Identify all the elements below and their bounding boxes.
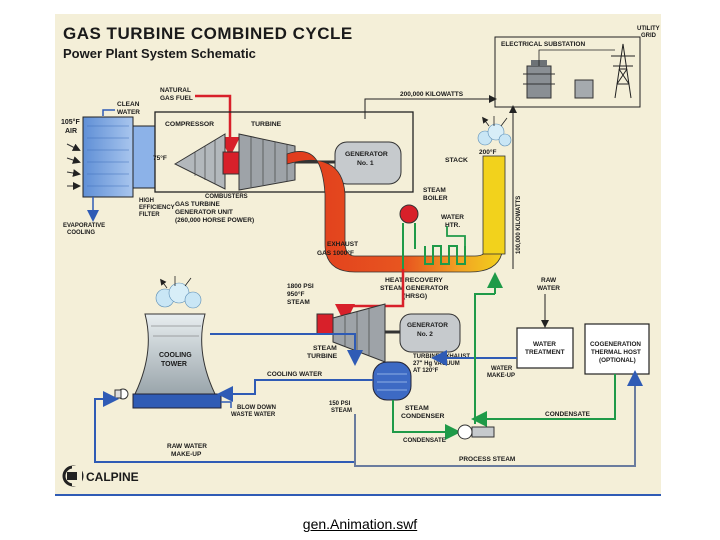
high-efficiency-label-1: HIGH [139, 198, 154, 204]
gt-unit-label-3: (260,000 HORSE POWER) [175, 217, 254, 224]
transmission-tower-icon [611, 43, 635, 99]
steam-boiler [399, 204, 419, 224]
blow-down-label-2: WASTE WATER [231, 412, 276, 418]
water-makeup-label-1: WATER [491, 366, 513, 372]
calpine-logo-text: CALPINE [86, 470, 139, 484]
cogen-label-1: COGENERATION [590, 341, 641, 348]
evaporative-label-1: EVAPORATIVE [63, 223, 105, 229]
transformer-small-icon [574, 79, 594, 99]
stack [482, 155, 506, 255]
steam-turbine-label-2: TURBINE [307, 353, 338, 360]
clean-water-label-1: CLEAN [117, 101, 140, 108]
generator-2-label-2: No. 2 [417, 331, 433, 338]
natural-gas-label-2: GAS FUEL [160, 95, 193, 102]
raw-water-makeup-label-1: RAW WATER [167, 443, 207, 450]
high-efficiency-label-2: EFFICIENCY [139, 205, 175, 211]
high-efficiency-filter [132, 125, 156, 189]
steam-condenser-label-1: STEAM [405, 405, 429, 412]
stack-plume-icon [478, 116, 512, 147]
steam-condenser [372, 361, 412, 401]
cooling-tower-vapor-icon [156, 276, 202, 309]
gt-unit-label-2: GENERATOR UNIT [175, 209, 233, 216]
turbine-exhaust-label-3: AT 120°F [413, 368, 439, 374]
steam-turbine-label-1: STEAM [313, 345, 337, 352]
gt-unit-label-1: GAS TURBINE [175, 201, 220, 208]
water-makeup-label-2: MAKE-UP [487, 373, 515, 379]
generator-1-label-2: No. 1 [357, 160, 374, 167]
water-heater-coil [424, 245, 466, 265]
stack-label: STACK [445, 157, 468, 164]
water-treatment-box [516, 327, 574, 369]
blow-down-label-1: BLOW DOWN [237, 405, 276, 411]
cooling-water-label: COOLING WATER [267, 371, 322, 378]
combusters-label: COMBUSTERS [205, 194, 248, 200]
steam-condenser-label-2: CONDENSER [401, 413, 445, 420]
water-treatment-label-1: WATER [533, 341, 556, 348]
generator-1 [334, 141, 402, 185]
kw-top-label: 200,000 KILOWATTS [400, 91, 464, 98]
substation-label: ELECTRICAL SUBSTATION [501, 41, 585, 48]
generator-2-label-1: GENERATOR [407, 322, 448, 329]
steam-1800-label-1: 1800 PSI [287, 283, 314, 290]
cogeneration-box [584, 323, 650, 375]
raw-water-label-1: RAW [541, 277, 557, 284]
steam-150-label-2: STEAM [331, 408, 352, 414]
stack-temp-label: 200°F [479, 148, 496, 156]
generator-2 [399, 313, 461, 353]
steam-1800-label-2: 950°F [287, 290, 304, 298]
steam-boiler-label-1: STEAM [423, 187, 446, 194]
calpine-logo-icon [62, 465, 84, 487]
water-htr-label-1: WATER [441, 214, 464, 221]
substation-box [494, 36, 641, 108]
natural-gas-label-1: NATURAL [160, 87, 191, 94]
power-plant-schematic: GAS TURBINE COMBINED CYCLE Power Plant S… [61, 24, 660, 487]
hrsg-label-3: (HRSG) [403, 293, 427, 300]
hrsg-label-2: STEAM GENERATOR [380, 285, 449, 292]
basin-pump-icon [114, 388, 129, 400]
diagram-subtitle: Power Plant System Schematic [63, 46, 256, 61]
clean-water-label-2: WATER [117, 109, 140, 116]
temp-75-label: 75°F [153, 154, 167, 162]
water-treatment-label-2: TREATMENT [525, 349, 565, 356]
exhaust-label-1: EXHAUST [327, 241, 358, 248]
cooling-tower-label-1: COOLING [159, 352, 192, 359]
steam-1800-label-3: STEAM [287, 299, 310, 306]
evaporative-label-2: COOLING [67, 230, 95, 236]
high-efficiency-label-3: FILTER [139, 212, 160, 218]
utility-grid-label-1: UTILITY [637, 26, 660, 32]
utility-grid-label-2: GRID [641, 33, 657, 39]
evaporative-cooler [82, 116, 134, 198]
cogen-label-3: (OPTIONAL) [599, 357, 636, 364]
exhaust-label-2: GAS 1000°F [317, 249, 354, 257]
air-temp-label: 105°F [61, 118, 80, 126]
raw-water-makeup-label-2: MAKE-UP [171, 451, 202, 458]
steam-boiler-label-2: BOILER [423, 195, 448, 202]
water-htr-label-2: HTR. [445, 222, 460, 229]
cooling-tower-label-2: TOWER [161, 361, 187, 368]
air-inflow-arrows [66, 143, 81, 190]
kw-side-label: 100,000 KILOWATTS [516, 196, 522, 254]
cooling-basin [132, 393, 222, 409]
turbine-exhaust-label-2: 27" Hg VACUUM [413, 361, 460, 367]
hrsg-label-1: HEAT RECOVERY [385, 277, 443, 284]
raw-water-label-2: WATER [537, 285, 560, 292]
combustor [222, 151, 240, 175]
process-steam-label: PROCESS STEAM [459, 456, 515, 463]
gas-turbine-enclosure [154, 111, 414, 193]
animation-filename-caption[interactable]: gen.Animation.swf [302, 516, 418, 532]
compressor-label: COMPRESSOR [165, 121, 214, 128]
condensate-pump-icon [457, 424, 495, 440]
generator-1-label-1: GENERATOR [345, 151, 388, 158]
turbine-label: TURBINE [251, 121, 282, 128]
schematic-frame: GAS TURBINE COMBINED CYCLE Power Plant S… [55, 14, 661, 496]
condensate-right-label: CONDENSATE [545, 411, 591, 418]
steam-150-label-1: 150 PSI [329, 401, 351, 407]
diagram-title: GAS TURBINE COMBINED CYCLE [63, 24, 353, 43]
air-label: AIR [65, 128, 77, 135]
compressor-rotor [173, 133, 226, 190]
condensate-bottom-label: CONDENSATE [403, 437, 446, 444]
cogen-label-2: THERMAL HOST [591, 349, 641, 356]
turbine-rotor [238, 133, 296, 191]
